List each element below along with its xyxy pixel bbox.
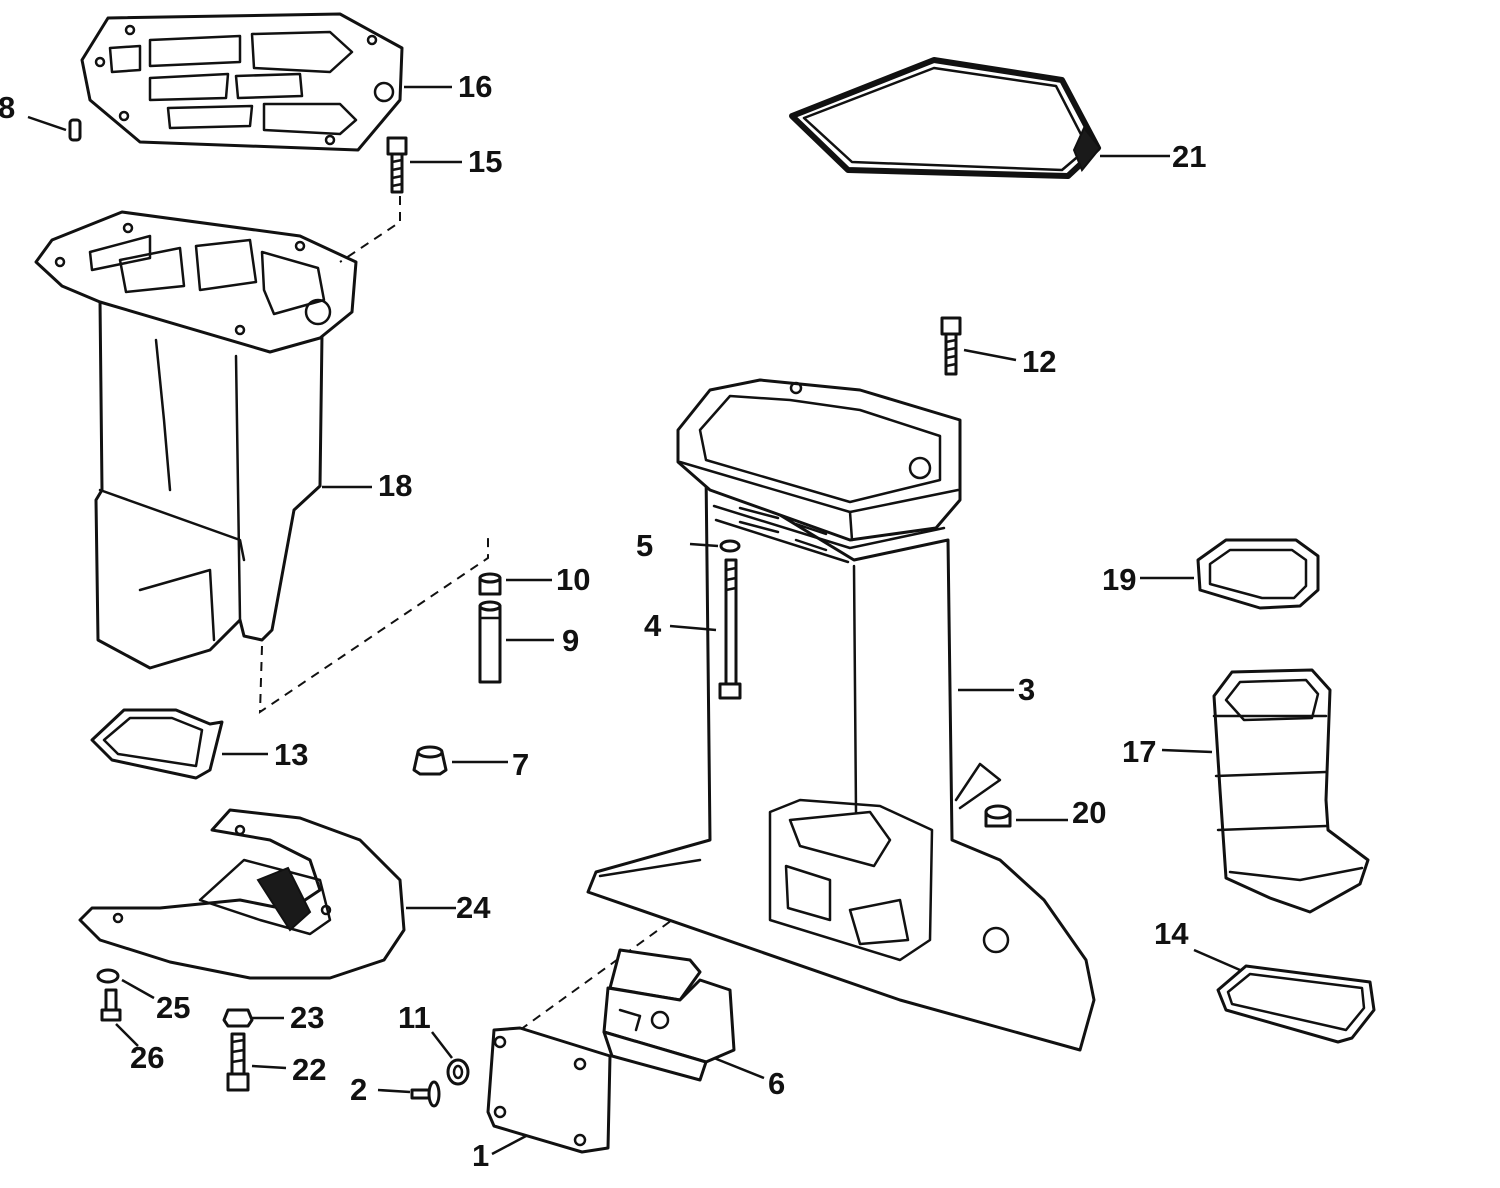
callout-4: 4 xyxy=(644,608,662,643)
callout-16: 16 xyxy=(458,69,492,104)
part-18-adapter-housing xyxy=(34,210,358,670)
leader-1 xyxy=(491,1134,527,1156)
callout-19: 19 xyxy=(1102,562,1136,597)
part-13-seal xyxy=(90,708,224,780)
leader-11 xyxy=(431,1031,453,1059)
callout-11: 11 xyxy=(398,1000,431,1035)
part-7-plug xyxy=(412,745,448,776)
part-17-exhaust-boot xyxy=(1212,668,1370,914)
leader-2 xyxy=(377,1088,411,1094)
assembly-line-15 xyxy=(339,196,401,263)
callout-17: 17 xyxy=(1122,734,1156,769)
callout-23: 23 xyxy=(290,1000,324,1035)
assembly-line-1 xyxy=(519,841,781,1031)
part-21-seal xyxy=(789,57,1102,179)
leader-14 xyxy=(1193,948,1241,972)
part-6-mount xyxy=(602,948,736,1082)
part-14-seal xyxy=(1216,964,1376,1044)
part-11-oring xyxy=(446,1058,470,1086)
callout-7: 7 xyxy=(512,747,529,782)
callout-18: 18 xyxy=(378,468,412,503)
leader-22 xyxy=(251,1064,287,1070)
callout-labels: 16 8 15 21 12 18 5 10 4 9 19 3 17 13 7 2… xyxy=(0,69,1206,1173)
callout-14: 14 xyxy=(1154,916,1189,951)
part-2-screw xyxy=(410,1080,441,1108)
part-16-gasket xyxy=(80,12,404,152)
callout-15: 15 xyxy=(468,144,502,179)
part-4-stud xyxy=(718,558,742,700)
part-10-cap xyxy=(478,572,502,596)
leader-17 xyxy=(1161,748,1213,754)
part-9-tube xyxy=(478,600,502,684)
callout-9: 9 xyxy=(562,623,579,658)
callout-24: 24 xyxy=(456,890,491,925)
part-23-nut xyxy=(222,1008,254,1028)
part-5-washer xyxy=(719,539,741,553)
leader-12 xyxy=(963,348,1017,362)
part-26-bolt xyxy=(100,988,122,1022)
callout-22: 22 xyxy=(292,1052,326,1087)
leader-26 xyxy=(115,1023,139,1047)
callout-6: 6 xyxy=(768,1066,785,1101)
callout-8: 8 xyxy=(0,90,15,125)
part-19-seal xyxy=(1196,538,1320,610)
callout-26: 26 xyxy=(130,1040,164,1075)
callout-2: 2 xyxy=(350,1072,367,1107)
leader-25 xyxy=(121,978,155,1000)
callout-5: 5 xyxy=(636,528,653,563)
leader-4 xyxy=(669,624,717,632)
leader-8 xyxy=(27,115,67,132)
part-20-plug xyxy=(984,804,1012,828)
leader-lines xyxy=(27,85,1241,1156)
leader-5 xyxy=(689,542,719,548)
part-15-bolt xyxy=(386,136,408,194)
part-3-driveshaft-housing xyxy=(586,378,1096,1052)
callout-25: 25 xyxy=(156,990,190,1025)
leader-6 xyxy=(713,1056,765,1080)
callout-10: 10 xyxy=(556,562,590,597)
callout-13: 13 xyxy=(274,737,308,772)
part-25-washer xyxy=(96,968,120,984)
part-12-bolt xyxy=(940,316,962,376)
callout-20: 20 xyxy=(1072,795,1106,830)
callout-21: 21 xyxy=(1172,139,1206,174)
part-1-cover xyxy=(486,1026,612,1154)
callout-1: 1 xyxy=(472,1138,489,1173)
part-24-plate xyxy=(78,808,406,980)
assembly-line-18 xyxy=(258,536,489,714)
callout-12: 12 xyxy=(1022,344,1056,379)
part-22-bolt xyxy=(226,1032,250,1092)
callout-3: 3 xyxy=(1018,672,1035,707)
part-8-dowel-pin xyxy=(68,118,82,142)
